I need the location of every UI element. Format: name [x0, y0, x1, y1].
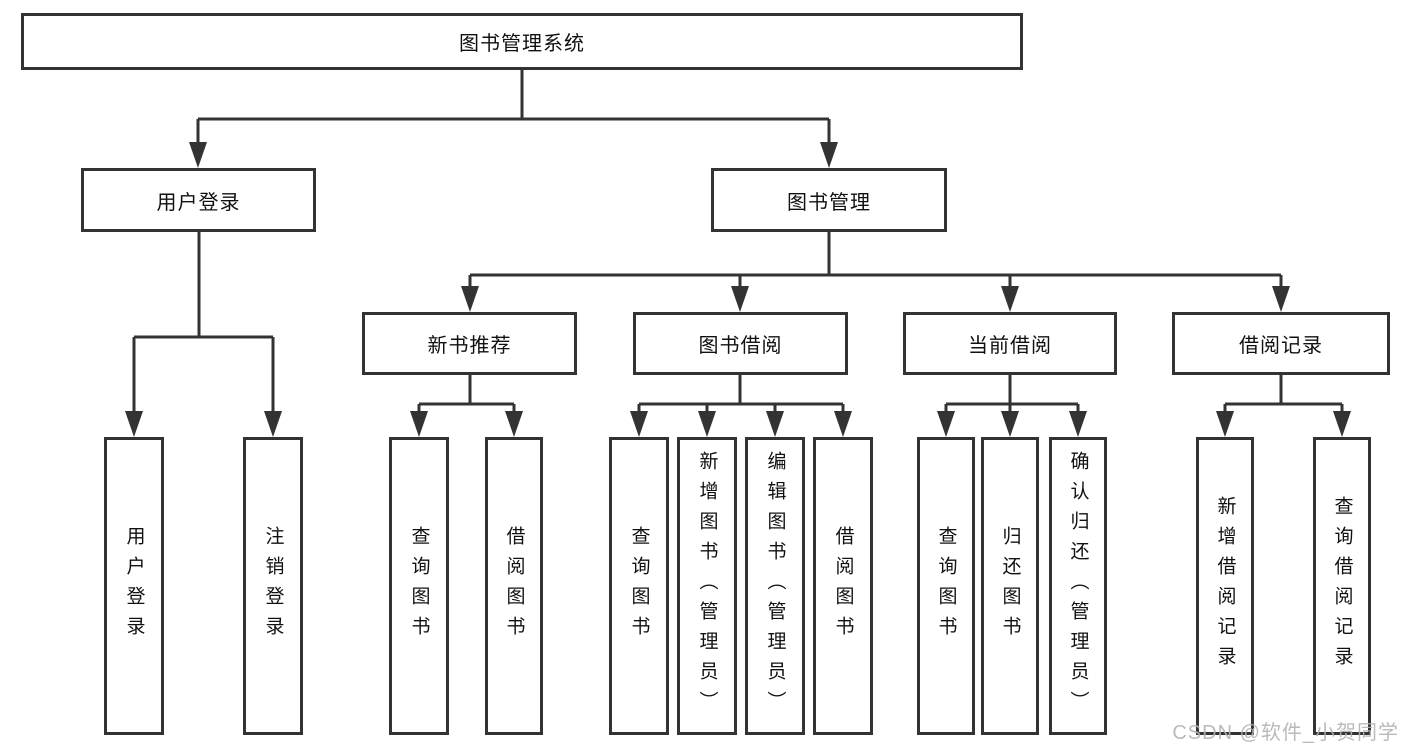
leaf-add-books-admin: 新增图书（管理员） — [677, 437, 737, 735]
leaf-return-books: 归还图书 — [981, 437, 1039, 735]
branch-book-borrow — [630, 375, 852, 437]
connector-line — [1223, 375, 1344, 417]
arrowhead-icon — [505, 411, 523, 437]
leaf-add-borrow-record: 新增借阅记录 — [1196, 437, 1254, 735]
node-book-borrow: 图书借阅 — [633, 312, 848, 375]
arrowhead-icon — [630, 411, 648, 437]
node-borrow-records: 借阅记录 — [1172, 312, 1390, 375]
connector-line — [196, 70, 831, 148]
node-new-book-rec: 新书推荐 — [362, 312, 577, 375]
connector-line — [944, 375, 1080, 417]
arrowhead-icon — [731, 286, 749, 312]
arrowhead-icon — [698, 411, 716, 437]
leaf-query-books-2: 查询图书 — [609, 437, 669, 735]
leaf-borrow-books-1: 借阅图书 — [485, 437, 543, 735]
watermark: CSDN @软件_小贺同学 — [1172, 722, 1399, 744]
leaf-query-books-3: 查询图书 — [917, 437, 975, 735]
node-user-login: 用户登录 — [81, 168, 316, 232]
leaf-borrow-books-2: 借阅图书 — [813, 437, 873, 735]
arrowhead-icon — [264, 411, 282, 437]
node-book-management: 图书管理 — [711, 168, 947, 232]
arrowhead-icon — [1272, 286, 1290, 312]
branch-root — [189, 70, 838, 168]
connector-line — [132, 232, 275, 417]
arrowhead-icon — [1001, 286, 1019, 312]
node-root-system: 图书管理系统 — [21, 13, 1023, 70]
leaf-query-books-1: 查询图书 — [389, 437, 449, 735]
connector-line — [637, 375, 845, 417]
connector-line — [468, 232, 1283, 292]
arrowhead-icon — [125, 411, 143, 437]
leaf-logout: 注销登录 — [243, 437, 303, 735]
arrowhead-icon — [1001, 411, 1019, 437]
arrowhead-icon — [834, 411, 852, 437]
connector-line — [417, 375, 516, 417]
leaf-query-borrow-record: 查询借阅记录 — [1313, 437, 1371, 735]
branch-user-login — [125, 232, 282, 437]
arrowhead-icon — [937, 411, 955, 437]
leaf-confirm-return-admin: 确认归还（管理员） — [1049, 437, 1107, 735]
arrowhead-icon — [820, 142, 838, 168]
branch-borrow-records — [1216, 375, 1351, 437]
branch-new-book-rec — [410, 375, 523, 437]
arrowhead-icon — [1069, 411, 1087, 437]
arrowhead-icon — [766, 411, 784, 437]
arrowhead-icon — [461, 286, 479, 312]
leaf-user-login: 用户登录 — [104, 437, 164, 735]
branch-current-borrow — [937, 375, 1087, 437]
leaf-edit-books-admin: 编辑图书（管理员） — [745, 437, 805, 735]
arrowhead-icon — [410, 411, 428, 437]
node-current-borrow: 当前借阅 — [903, 312, 1117, 375]
branch-book-management — [461, 232, 1290, 312]
arrowhead-icon — [1333, 411, 1351, 437]
arrowhead-icon — [189, 142, 207, 168]
arrowhead-icon — [1216, 411, 1234, 437]
